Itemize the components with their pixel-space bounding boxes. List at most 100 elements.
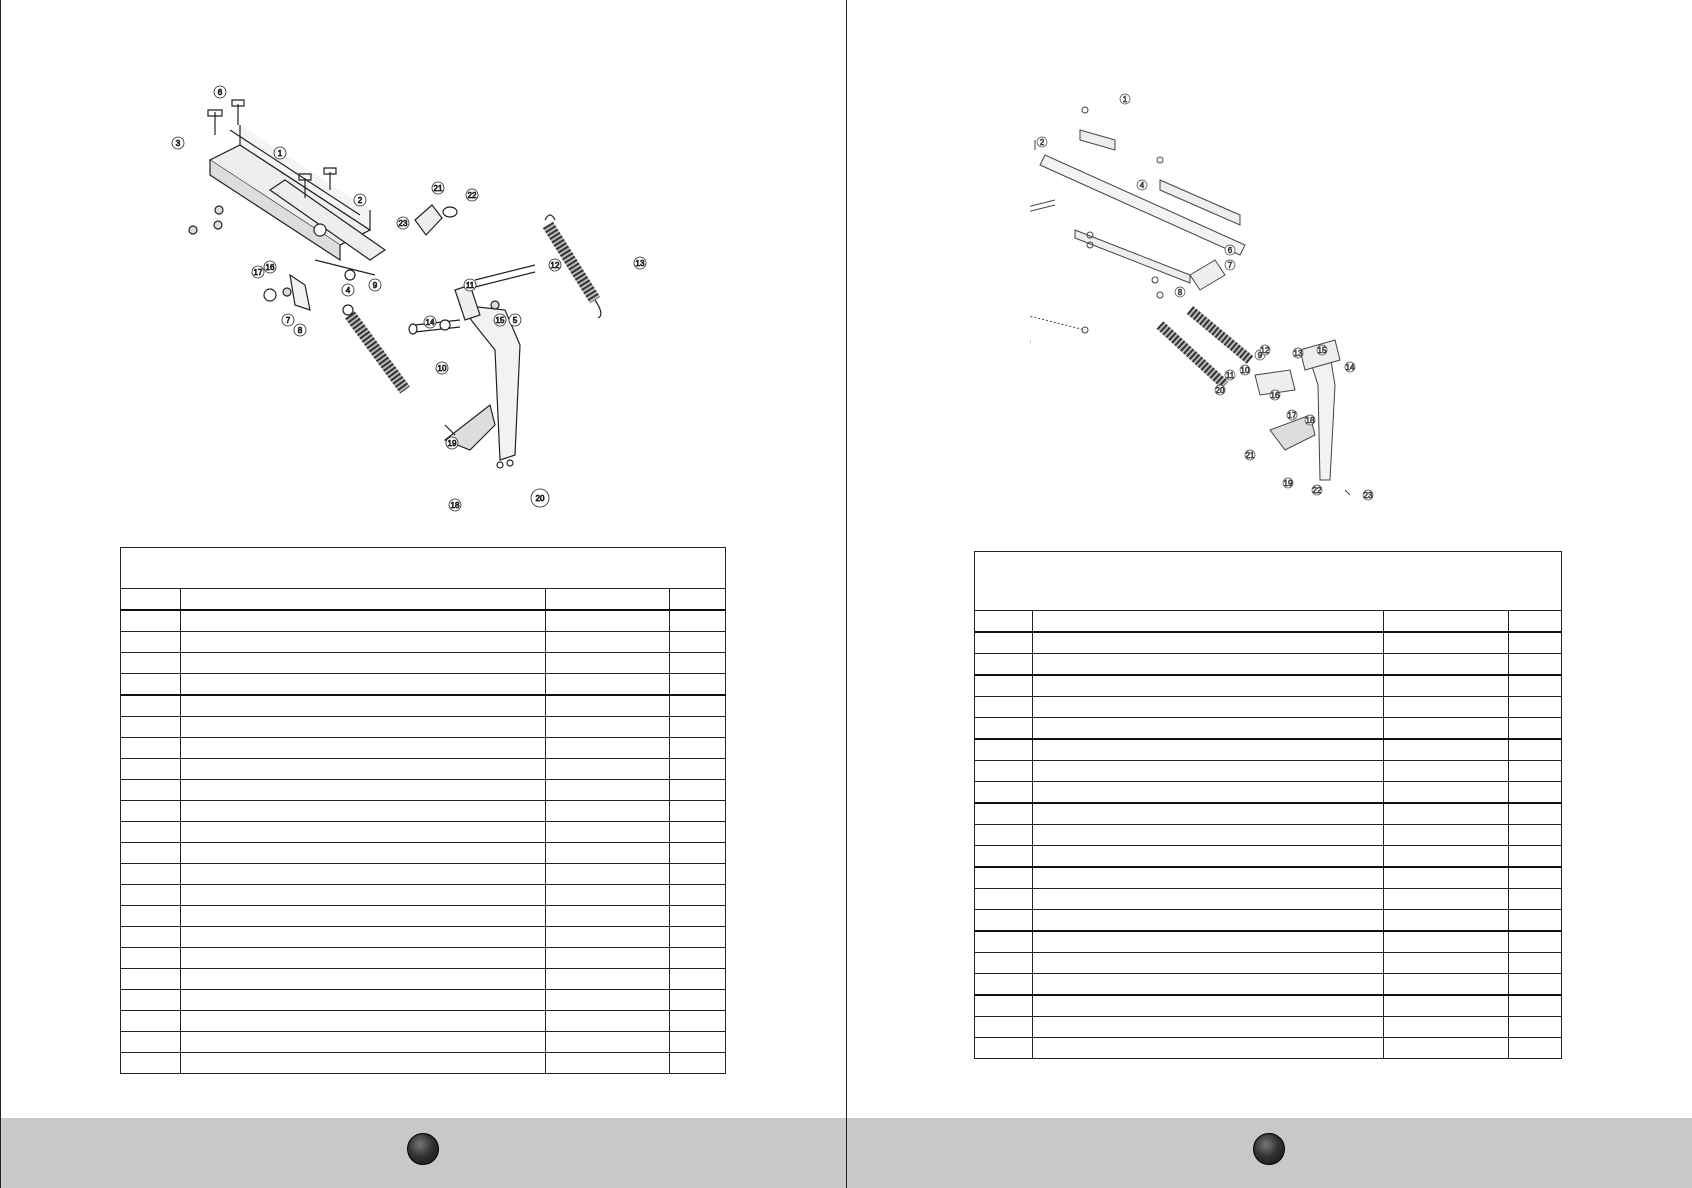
table-row <box>974 866 1562 889</box>
table-row <box>120 609 726 632</box>
parts-table-right <box>974 551 1562 1059</box>
callout-number: 23 <box>399 219 408 228</box>
callout-number: 2 <box>1040 138 1045 147</box>
callout-number: 23 <box>1364 491 1373 500</box>
callout-number: 18 <box>451 501 460 510</box>
callout-number: 22 <box>468 191 477 200</box>
table-row <box>974 909 1562 932</box>
callout-number: 21 <box>434 184 443 193</box>
callout-number: 15 <box>496 316 505 325</box>
table-row <box>974 802 1562 825</box>
callout-number: 9 <box>1258 351 1263 360</box>
callout-number: 11 <box>466 281 475 290</box>
parts-table-left <box>120 547 726 1074</box>
callout-number: 9 <box>373 281 378 290</box>
callout-number: 8 <box>298 326 303 335</box>
header-cell <box>1508 610 1562 633</box>
table-row <box>974 1037 1562 1059</box>
table-row <box>120 779 726 801</box>
table-row <box>974 994 1562 1017</box>
callout-number: 13 <box>636 259 645 268</box>
table-row <box>120 716 726 738</box>
table-row <box>974 717 1562 740</box>
table-row <box>120 673 726 696</box>
callout-number: 5 <box>513 316 518 325</box>
callout-number: 14 <box>426 318 435 327</box>
callout-number: 7 <box>286 316 291 325</box>
header-cell <box>669 588 726 611</box>
callout-number: 18 <box>1306 416 1315 425</box>
table-row <box>120 652 726 674</box>
table-row <box>120 842 726 864</box>
table-row <box>120 926 726 948</box>
table-row <box>120 905 726 927</box>
table-row <box>120 758 726 780</box>
table-row <box>974 973 1562 996</box>
table-row <box>120 1052 726 1074</box>
callout-number: 7 <box>1228 261 1233 270</box>
table-row <box>120 631 726 653</box>
table-row <box>974 952 1562 974</box>
table-row <box>974 653 1562 676</box>
callout-number: 1 <box>1123 95 1128 104</box>
callout-number: 14 <box>1346 363 1355 372</box>
callout-number: 11 <box>1226 371 1235 380</box>
callout-number: 17 <box>1288 411 1297 420</box>
callout-number: 16 <box>1271 391 1280 400</box>
callout-number: 19 <box>448 439 457 448</box>
callout-number: 1 <box>278 149 283 158</box>
table-row <box>120 947 726 969</box>
header-cell <box>180 588 546 611</box>
page-marker-icon <box>407 1133 439 1165</box>
header-cell <box>974 610 1033 633</box>
table-row <box>974 1016 1562 1038</box>
table-row <box>120 989 726 1011</box>
callout-number: 13 <box>1294 349 1303 358</box>
header-cell <box>1383 610 1509 633</box>
callout-number: 6 <box>218 88 223 97</box>
table-row <box>974 845 1562 868</box>
callout-number: 22 <box>1313 486 1322 495</box>
callout-number: 6 <box>1228 246 1233 255</box>
table-row <box>974 738 1562 761</box>
table-row <box>120 968 726 990</box>
table-row <box>974 781 1562 804</box>
callout-number: 10 <box>1241 366 1250 375</box>
table-row <box>120 863 726 885</box>
header-cell <box>120 588 181 611</box>
table-title-cell <box>974 551 1562 611</box>
table-title-cell <box>120 547 726 589</box>
callout-number: 21 <box>1246 451 1255 460</box>
callout-number: 19 <box>1284 479 1293 488</box>
callout-number: 17 <box>254 268 263 277</box>
table-row <box>974 760 1562 782</box>
table-row <box>974 888 1562 910</box>
callout-number: 3 <box>176 139 181 148</box>
table-row <box>120 1031 726 1053</box>
callout-number: 16 <box>266 263 275 272</box>
table-row <box>120 1010 726 1032</box>
callout-number: 20 <box>536 494 545 503</box>
callout-number: 10 <box>438 364 447 373</box>
table-row <box>120 694 726 717</box>
page-marker-icon <box>1253 1133 1285 1165</box>
table-row <box>974 930 1562 953</box>
table-row <box>974 674 1562 697</box>
callout-number: 8 <box>1178 288 1183 297</box>
header-cell <box>545 588 670 611</box>
callout-number: 4 <box>1140 181 1145 190</box>
callout-number: 20 <box>1216 386 1225 395</box>
table-row <box>120 737 726 759</box>
callout-number: 12 <box>551 261 560 270</box>
header-cell <box>1032 610 1384 633</box>
table-row <box>974 631 1562 654</box>
table-row <box>120 884 726 906</box>
table-row <box>120 800 726 822</box>
table-row <box>974 696 1562 718</box>
callout-number: 4 <box>346 286 351 295</box>
table-row <box>120 821 726 843</box>
